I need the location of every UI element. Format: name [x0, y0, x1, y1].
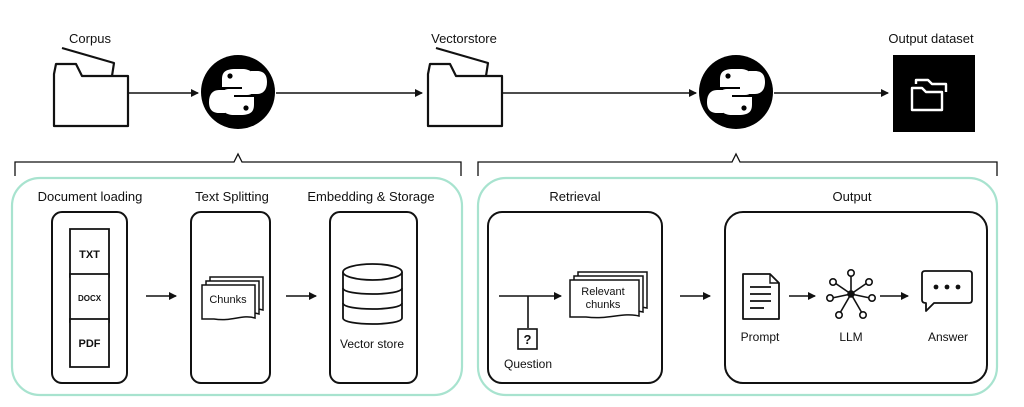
- llm-label: LLM: [839, 330, 862, 344]
- python-logo-icon: [699, 55, 773, 129]
- txt-file-label: TXT: [79, 249, 100, 261]
- corpus-folder-icon: [52, 46, 130, 128]
- output-label: Output: [832, 189, 871, 204]
- query-brace: [477, 152, 998, 176]
- prompt-label: Prompt: [741, 330, 780, 344]
- python-logo-icon: [201, 55, 275, 129]
- document-icon: [742, 273, 780, 320]
- embedding-storage-label: Embedding & Storage: [307, 189, 434, 204]
- document-loading-label: Document loading: [38, 189, 143, 204]
- pdf-file-icon: PDF: [69, 318, 110, 368]
- relevant-chunks-label-line2: chunks: [586, 299, 621, 311]
- chat-bubble-icon: [921, 270, 973, 312]
- question-label: Question: [504, 357, 552, 371]
- database-icon: [342, 263, 403, 325]
- relevant-chunks-label-line1: Relevant: [581, 286, 624, 298]
- relevant-chunks-stack-icon: [569, 271, 648, 319]
- chunks-stack-icon: [201, 276, 264, 321]
- question-icon: [517, 328, 538, 350]
- pdf-file-label: PDF: [79, 338, 101, 350]
- answer-label: Answer: [928, 330, 968, 344]
- ingest-brace: [14, 152, 462, 176]
- output-dataset-box: [893, 55, 975, 132]
- txt-file-icon: TXT: [69, 228, 110, 278]
- chunks-label: Chunks: [209, 294, 247, 306]
- vector-store-label: Vector store: [340, 337, 404, 351]
- corpus-label: Corpus: [69, 31, 111, 46]
- output-dataset-label: Output dataset: [888, 31, 974, 46]
- docx-file-label: DOCX: [78, 294, 102, 303]
- text-splitting-label: Text Splitting: [195, 189, 269, 204]
- vectorstore-folder-icon: [426, 46, 504, 128]
- folders-icon: [910, 78, 948, 112]
- docx-file-icon: DOCX: [69, 273, 110, 323]
- question-mark: ?: [524, 332, 532, 347]
- vectorstore-label: Vectorstore: [431, 31, 497, 46]
- output-box: [724, 211, 988, 384]
- retrieval-label: Retrieval: [549, 189, 600, 204]
- network-icon: [825, 268, 876, 319]
